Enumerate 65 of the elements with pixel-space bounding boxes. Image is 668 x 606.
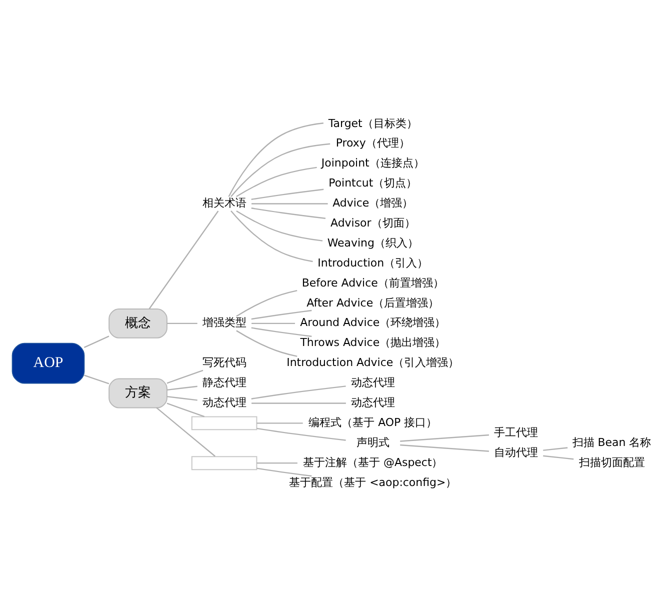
- node-box: [191, 456, 258, 470]
- connector: [236, 289, 298, 316]
- connector: [167, 385, 198, 390]
- connector: [84, 374, 110, 384]
- node-text: 相关术语: [202, 197, 246, 210]
- node-text: 写死代码: [202, 356, 246, 369]
- node-text: 增强类型: [202, 316, 246, 329]
- node-text: 扫描 Bean 名称: [572, 435, 652, 448]
- connector: [251, 326, 312, 336]
- connector: [148, 210, 219, 309]
- node-text: Weaving（织入）: [327, 236, 418, 249]
- node-text: 编程式（基于 AOP 接口）: [308, 415, 438, 428]
- node-text: 声明式: [356, 435, 390, 448]
- node-text: Joinpoint（连接点）: [321, 156, 424, 170]
- connector: [251, 188, 324, 200]
- node-text: Introduction（引入）: [318, 256, 428, 269]
- connector: [228, 122, 324, 196]
- connector: [543, 454, 574, 460]
- connector: [400, 444, 489, 452]
- node-text: 静态代理: [202, 376, 246, 389]
- connector: [84, 335, 110, 348]
- connector: [251, 385, 346, 399]
- connector: [252, 202, 328, 204]
- connector: [236, 330, 298, 356]
- connector: [167, 396, 198, 400]
- connector: [252, 322, 295, 324]
- connector: [251, 309, 312, 320]
- connector: [256, 422, 303, 424]
- node-text: Around Advice（环绕增强）: [300, 316, 446, 329]
- connector: [156, 406, 216, 456]
- connector: [167, 322, 198, 324]
- node-box: 概念: [108, 308, 168, 338]
- connector: [251, 207, 326, 218]
- node-text: 动态代理: [350, 376, 395, 389]
- node-box: [191, 416, 258, 430]
- node-text: 扫描切面配置: [578, 455, 645, 468]
- node-text: Advisor（切面）: [330, 216, 416, 229]
- connector: [256, 467, 312, 476]
- node-text: 动态代理: [350, 396, 395, 409]
- connector: [230, 142, 330, 197]
- connector: [166, 402, 205, 417]
- connector: [236, 166, 317, 197]
- connector: [230, 210, 313, 262]
- node-text: 动态代理: [202, 396, 246, 409]
- connector: [252, 402, 346, 404]
- node-text: Proxy（代理）: [336, 136, 410, 150]
- node-box: AOP: [12, 342, 85, 384]
- node-text: 基于配置（基于 <aop:config>）: [289, 475, 457, 488]
- node-text: After Advice（后置增强）: [306, 296, 440, 309]
- connector: [256, 427, 346, 440]
- node-text: Pointcut（切点）: [328, 176, 418, 190]
- connector: [400, 434, 489, 442]
- node-text: Introduction Advice（引入增强）: [286, 356, 460, 369]
- connector: [166, 369, 204, 384]
- node-text: 自动代理: [494, 445, 538, 458]
- connector: [543, 446, 568, 450]
- node-text: 基于注解（基于 @Aspect）: [303, 455, 443, 468]
- node-text: Before Advice（前置增强）: [302, 276, 444, 289]
- node-text: Advice（增强）: [332, 196, 414, 210]
- node-text: Target（目标类）: [328, 116, 418, 130]
- connector: [256, 462, 298, 464]
- node-text: Throws Advice（抛出增强）: [300, 336, 446, 349]
- node-box: 方案: [108, 378, 168, 408]
- node-text: 手工代理: [494, 425, 538, 438]
- connector: [236, 210, 323, 241]
